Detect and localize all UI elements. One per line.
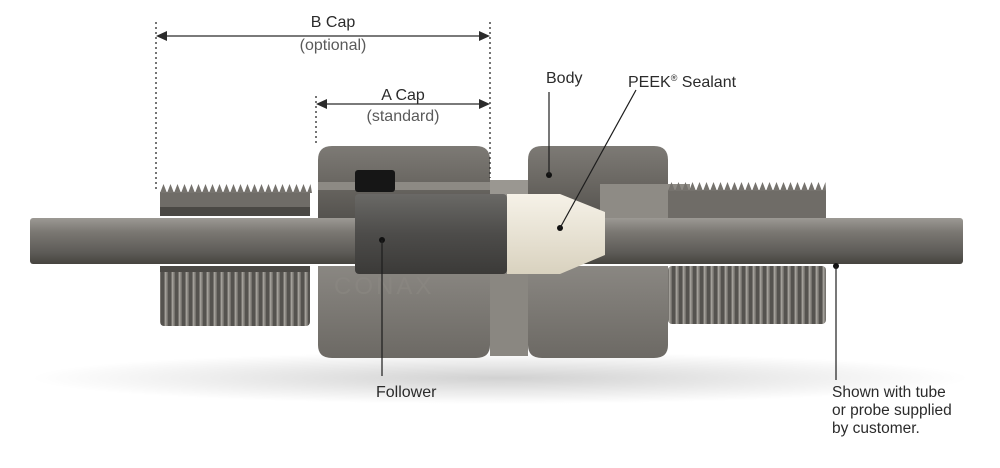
a-cap-sublabel: (standard) <box>366 108 440 125</box>
a-cap-label: A Cap <box>381 87 425 104</box>
b-cap-upper <box>160 192 310 216</box>
b-cap-label: B Cap <box>310 14 356 31</box>
peek-sealant-main: PEEK <box>628 74 671 91</box>
thread-teeth <box>160 182 826 193</box>
sealant-leader <box>559 89 637 229</box>
b-cap-sublabel: (optional) <box>299 37 367 54</box>
registered-mark: ® <box>670 73 678 83</box>
leader-lines <box>381 89 837 380</box>
follower-label: Follower <box>376 384 437 401</box>
peek-sealant-rest: Sealant <box>677 74 737 91</box>
thread-tooth-row <box>668 182 826 191</box>
floor-shadow <box>30 352 970 404</box>
follower-part <box>355 194 507 274</box>
thread-tooth-row <box>160 184 312 193</box>
dimension-lines <box>155 22 491 192</box>
b-cap-lower-thread <box>160 266 310 326</box>
body <box>490 146 826 358</box>
peek-sealant-label: PEEK® Sealant <box>628 69 736 92</box>
customer-note: Shown with tube or probe supplied by cus… <box>832 384 952 437</box>
peek-sealant <box>507 194 605 274</box>
body-label: Body <box>546 70 583 87</box>
cap-ring <box>355 170 395 192</box>
conax-watermark: CONAX <box>334 273 434 300</box>
